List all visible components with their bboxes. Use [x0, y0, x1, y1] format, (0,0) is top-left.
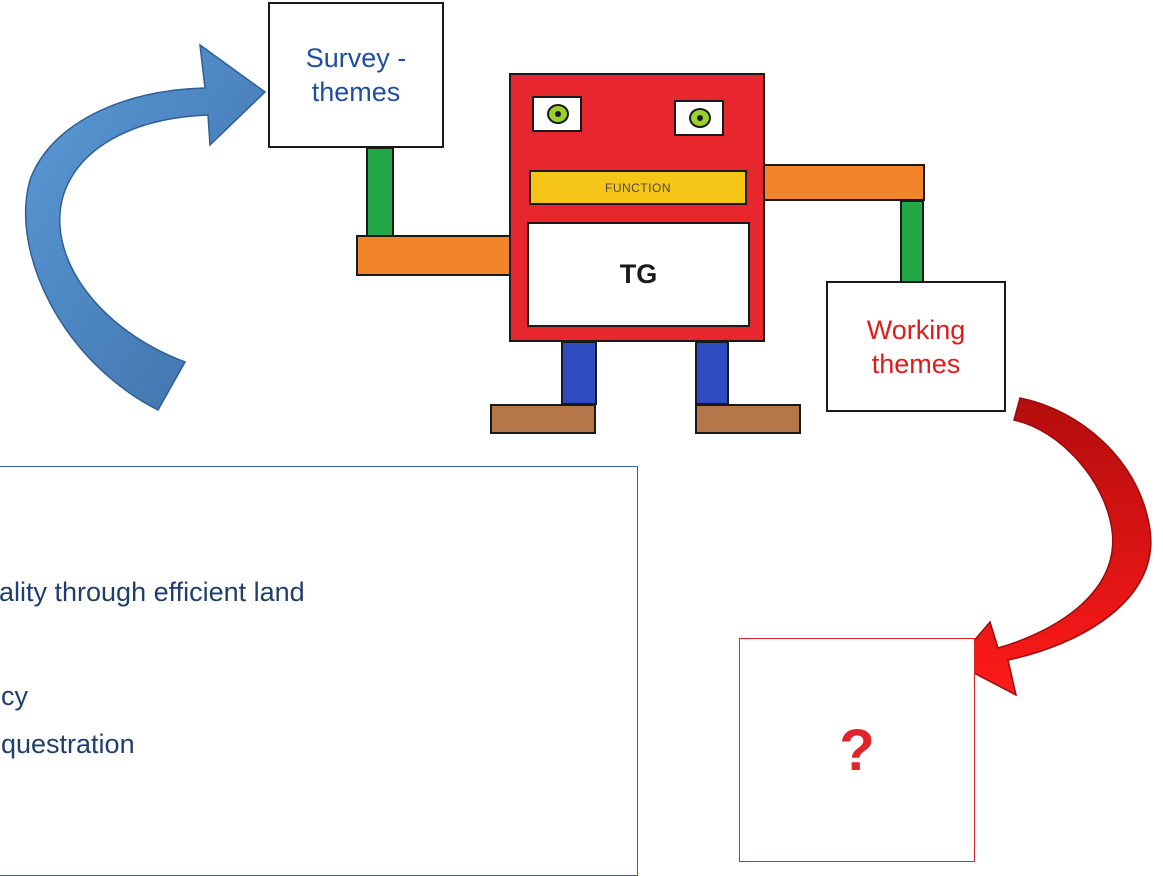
question-mark: ?	[839, 717, 875, 783]
robot-left-foot	[490, 404, 596, 434]
right-sign-stick	[900, 200, 924, 283]
text-line-2: cy	[1, 681, 28, 711]
right-pupil	[689, 108, 711, 128]
text-line-3: questration	[1, 729, 135, 759]
robot-function-label: FUNCTION	[529, 170, 747, 205]
survey-themes-text: Survey - themes	[305, 43, 407, 107]
text-content-box: ality through efficient land cy questrat…	[0, 466, 638, 876]
blue-curved-arrow	[24, 43, 267, 411]
question-box: ?	[739, 638, 975, 862]
robot-chest-label: TG	[527, 222, 750, 327]
left-pupil	[547, 104, 569, 124]
robot-left-eye	[532, 96, 582, 132]
robot-left-arm	[356, 235, 512, 276]
red-curved-arrow	[953, 397, 1152, 697]
working-themes-sign: Working themes	[826, 281, 1006, 412]
robot-right-leg	[695, 341, 729, 405]
survey-themes-sign: Survey - themes	[268, 2, 444, 148]
robot-left-leg	[561, 341, 597, 405]
robot-right-foot	[695, 404, 801, 434]
robot-right-arm	[763, 164, 925, 201]
robot-right-eye	[674, 100, 724, 136]
working-themes-text: Working themes	[866, 314, 966, 379]
left-sign-stick	[366, 147, 394, 237]
text-line-1: ality through efficient land	[0, 577, 305, 607]
